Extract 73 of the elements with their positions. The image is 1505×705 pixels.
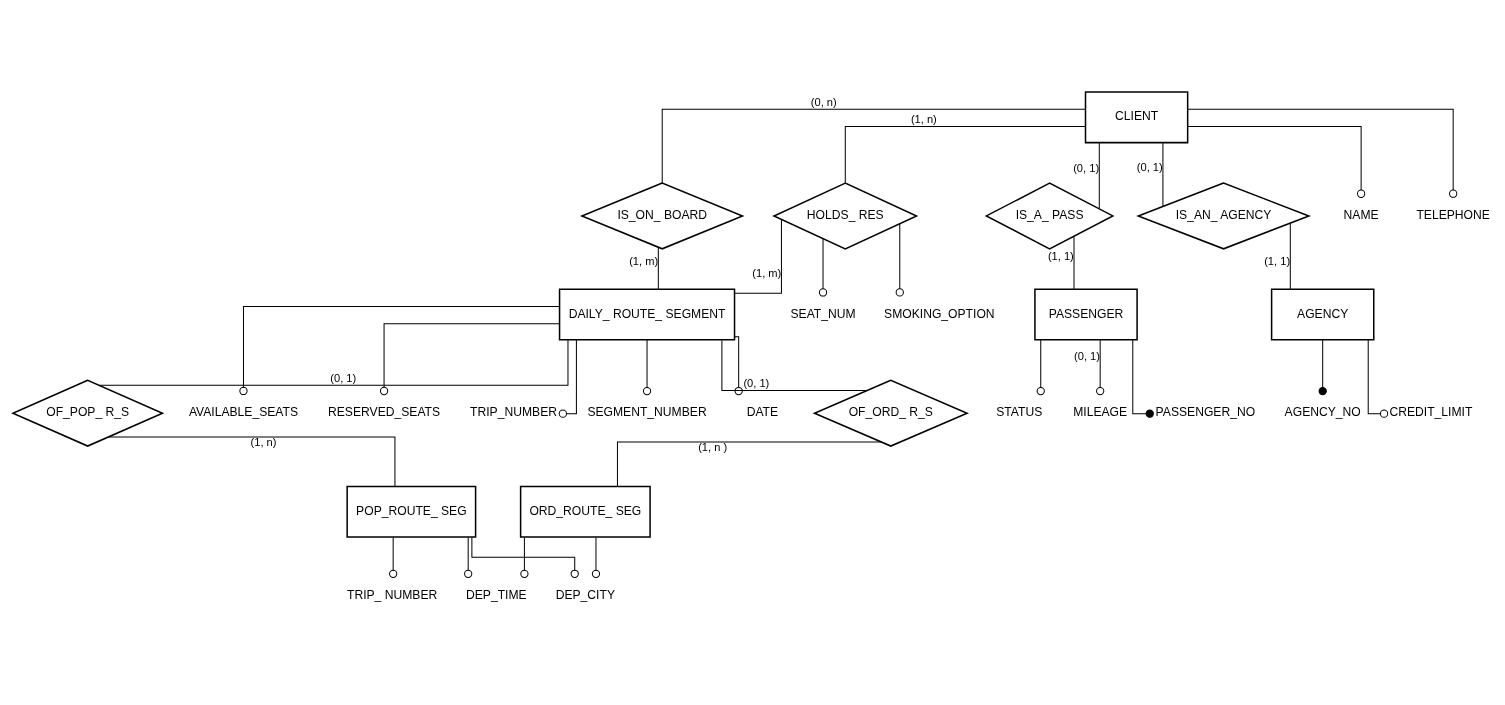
edge-label: (1, m) [629,254,659,267]
node-text: DEP_CITY [555,587,615,602]
edge-label: (1, m) [752,266,782,279]
node-text: TRIP_ NUMBER [347,587,438,602]
node-text: AVAILABLE_SEATS [188,404,299,419]
connector [721,339,868,391]
node-diamond: HOLDS_ RES [772,181,919,250]
node-text: TELEPHONE [1416,207,1490,222]
node-text: AGENCY_NO [1284,404,1361,419]
node-diamond: IS_A_ PASS [984,181,1115,250]
connector [1073,235,1075,290]
node-text: MILEAGE [1073,404,1128,419]
connector [1187,108,1458,198]
connector [661,108,1086,184]
node-box: PASSENGER [1034,288,1138,341]
connector [471,536,579,578]
connector [1289,222,1291,290]
connector [1367,339,1389,418]
edge-label: (0, 1) [1074,349,1100,362]
connector [99,339,569,386]
node-diamond: OF_POP_ R_S [11,378,165,447]
edge-label: (1, n) [910,112,937,125]
node-diamond: IS_AN_ AGENCY [1136,181,1311,250]
edge-label: (0, 1) [330,371,357,384]
node-diamond: IS_ON_ BOARD [579,181,745,250]
connector [616,441,882,487]
edge-label: (0, n) [810,95,837,108]
node-text: CREDIT_LIMIT [1389,404,1473,419]
node-text: RESERVED_SEATS [328,404,441,419]
edge-label: (0, 1) [1136,160,1163,173]
node-box: POP_ROUTE_ SEG [346,485,477,538]
node-text: PASSENGER_NO [1155,404,1256,419]
connector [1132,339,1154,418]
node-box: AGENCY [1270,288,1375,341]
connector [734,335,743,395]
connector [818,237,828,297]
node-text: TRIP_NUMBER [470,404,557,419]
node-text: STATUS [996,404,1043,419]
edge-label: (1, 1) [1264,254,1291,267]
edge-label: (1, 1) [1047,249,1074,262]
connector [591,536,601,578]
connector [1096,338,1105,395]
node-text: NAME [1343,207,1379,222]
connector [657,246,659,289]
connector [558,339,577,418]
connector [895,223,904,297]
connector [389,536,398,578]
connector [520,536,529,578]
connector [464,536,473,578]
node-box: DAILY_ ROUTE_ SEGMENT [558,288,736,341]
node-text: DEP_TIME [466,587,527,602]
node-text: DATE [746,404,779,419]
node-text: SMOKING_OPTION [884,306,995,321]
connector [1162,141,1164,207]
connector [379,322,560,395]
connector [239,305,560,395]
connector [1036,338,1045,395]
connector [642,338,652,395]
node-box: ORD_ROUTE_ SEG [519,485,651,538]
connector [1187,125,1366,198]
node-box: CLIENT [1084,90,1189,143]
connector [108,435,396,487]
connector [734,218,782,294]
edge-label: (1, n ) [698,440,728,453]
node-text: SEAT_NUM [790,306,856,321]
edge-label: (0, 1) [1073,161,1100,174]
connector [1318,338,1327,395]
edge-label: (0, 1) [743,376,770,389]
node-text: SEGMENT_NUMBER [587,404,707,419]
connector [844,125,1086,183]
connector [1098,141,1100,209]
node-diamond: OF_ORD_ R_S [812,379,969,447]
edge-label: (1, n) [250,435,277,448]
